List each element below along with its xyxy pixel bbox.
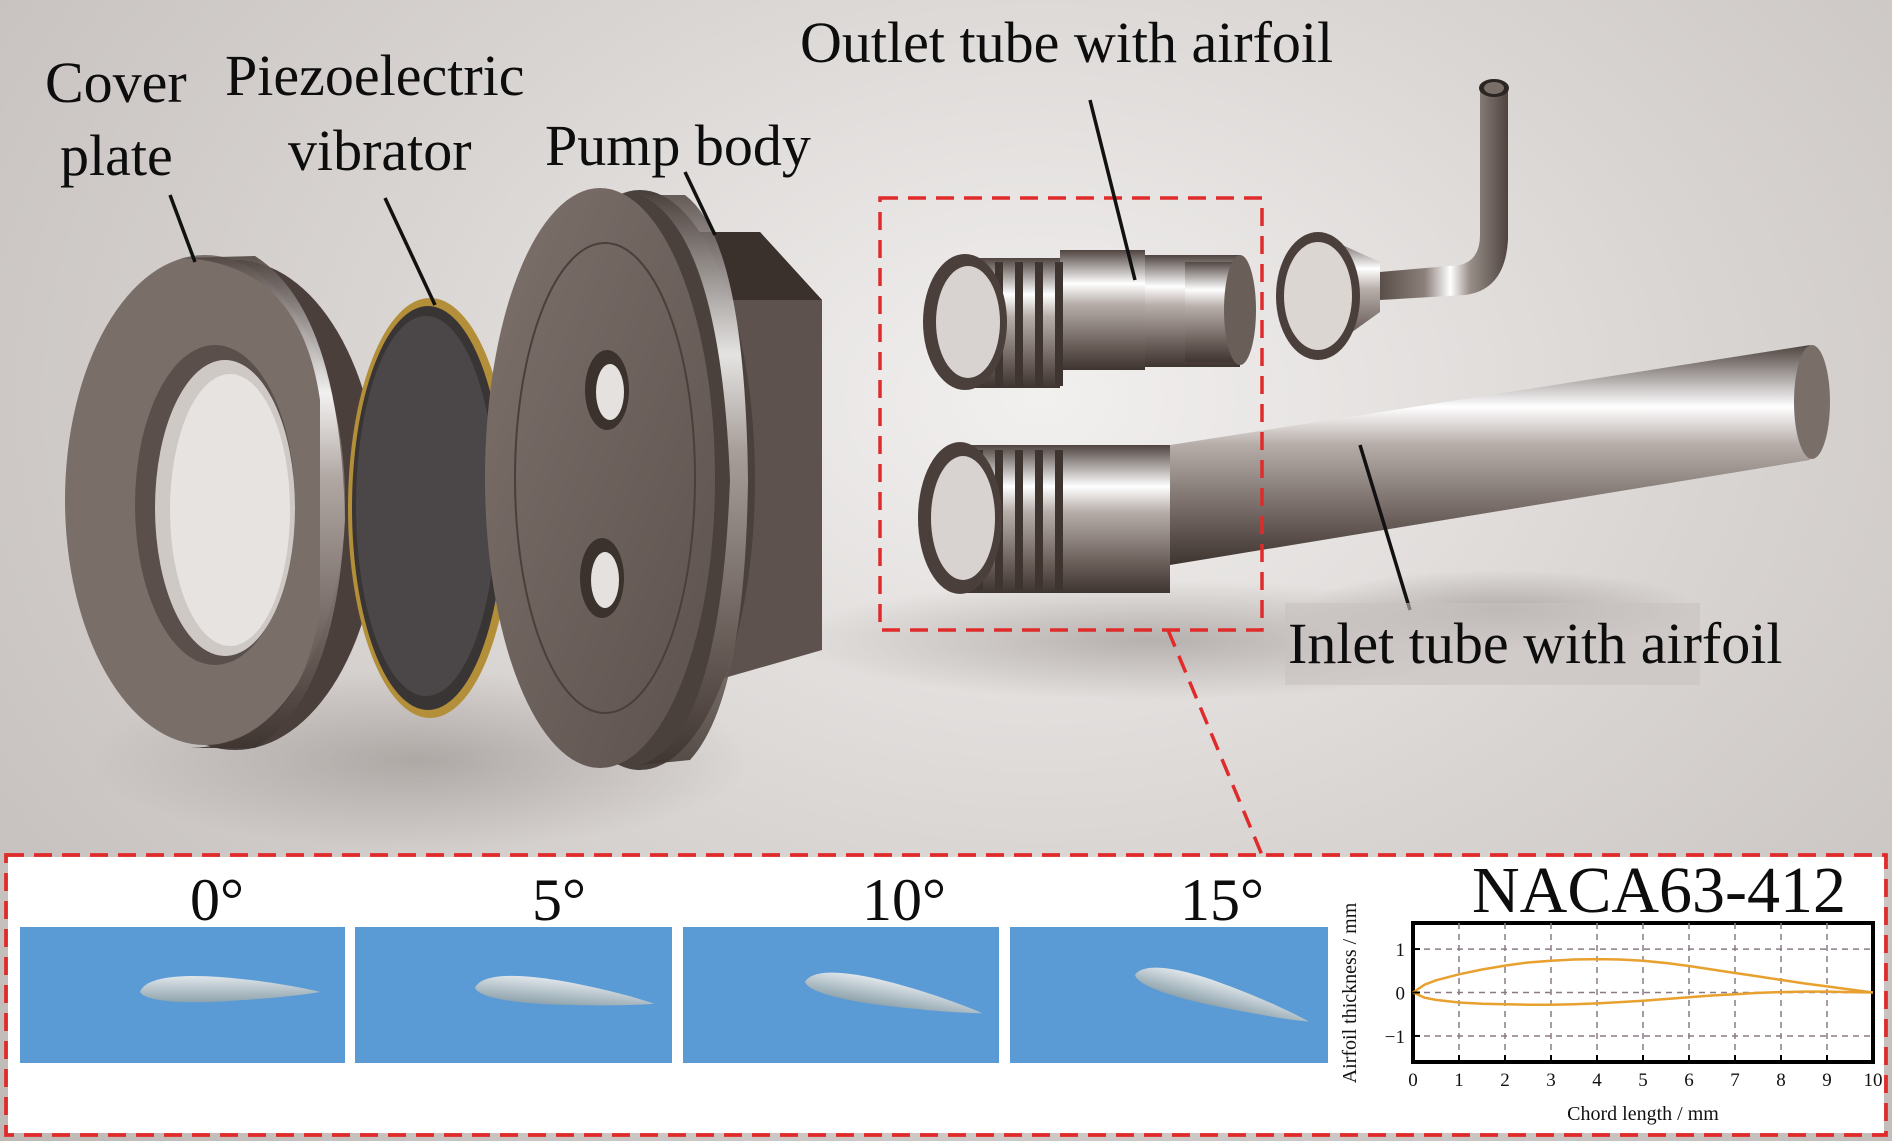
angle-label-0: 0° <box>190 867 244 933</box>
leader-lines <box>168 99 1412 611</box>
series-line-0 <box>1412 957 1874 994</box>
callout-box-tubes <box>878 196 1264 632</box>
x-tick-label: 3 <box>1546 1070 1556 1091</box>
cover-plate-ring <box>65 255 380 750</box>
pump-body <box>485 188 822 770</box>
label-piezo-line1: Piezoelectric <box>225 43 525 108</box>
outlet-tube <box>923 250 1256 390</box>
label-inlet-tube: Inlet tube with airfoil <box>1288 611 1782 676</box>
series-layer <box>1412 957 1874 1006</box>
x-tick-label: 8 <box>1776 1070 1786 1091</box>
x-tick-label: 4 <box>1592 1070 1602 1091</box>
outlet-elbow-connector <box>1276 79 1509 360</box>
x-tick-label: 9 <box>1822 1070 1832 1091</box>
label-pump-body: Pump body <box>545 113 811 178</box>
airfoil-shape-5 <box>475 975 655 1006</box>
x-tick-label: 0 <box>1408 1070 1418 1091</box>
angle-label-10: 10° <box>862 867 946 933</box>
y-axis-label: Airfoil thickness / mm <box>1339 902 1361 1083</box>
y-tick-label: −1 <box>1385 1027 1405 1048</box>
x-tick-label: 5 <box>1638 1070 1648 1091</box>
component-labels: Cover plate Piezoelectric vibrator Pump … <box>45 10 1782 685</box>
x-tick-label: 10 <box>1864 1070 1883 1091</box>
chart-title: NACA63-412 <box>1472 854 1846 927</box>
angle-panels: 0° 5° 10° 15° <box>20 867 1328 1063</box>
label-cover-line2: plate <box>60 123 173 188</box>
x-tick-label: 2 <box>1500 1070 1510 1091</box>
label-outlet-tube: Outlet tube with airfoil <box>800 10 1333 75</box>
airfoil-shape-0 <box>140 975 320 1003</box>
angle-panel-15 <box>1010 927 1328 1063</box>
x-axis-label: Chord length / mm <box>1567 1103 1719 1125</box>
angle-label-15: 15° <box>1180 867 1264 933</box>
angle-label-5: 5° <box>532 867 586 933</box>
x-ticks: 0 1 2 3 4 5 6 7 8 9 10 <box>1408 1055 1883 1091</box>
piezoelectric-vibrator-disc <box>348 298 512 718</box>
label-cover-line1: Cover <box>45 50 187 115</box>
y-tick-label: 1 <box>1396 940 1406 961</box>
airfoil-shape-10 <box>805 972 983 1014</box>
series-line-1 <box>1412 990 1874 1006</box>
y-ticks: 1 0 −1 <box>1385 940 1420 1048</box>
airfoil-shape-15 <box>1135 967 1309 1022</box>
x-tick-label: 1 <box>1454 1070 1464 1091</box>
label-piezo-line2: vibrator <box>288 118 472 183</box>
inlet-tube <box>918 345 1830 594</box>
x-tick-label: 6 <box>1684 1070 1694 1091</box>
x-tick-label: 7 <box>1730 1070 1740 1091</box>
y-tick-label: 0 <box>1396 984 1406 1005</box>
